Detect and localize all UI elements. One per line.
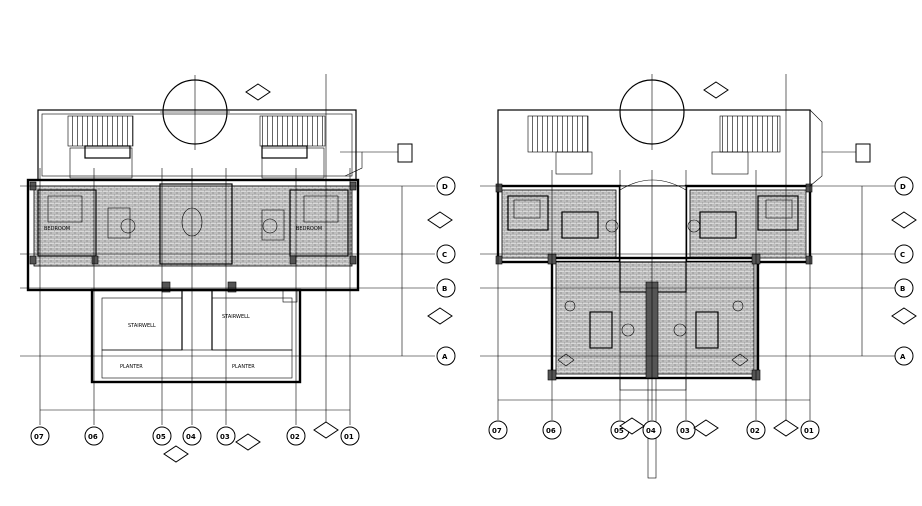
svg-text:A: A	[442, 353, 448, 361]
svg-text:05: 05	[614, 427, 624, 435]
svg-text:04: 04	[646, 427, 656, 435]
planter-label-2: PLANTER	[232, 364, 255, 370]
left-floor-plan: BEDROOM BEDROOM STAIRWELL STAIRWELL PLAN…	[26, 75, 413, 384]
svg-text:02: 02	[750, 427, 760, 435]
left-column-grid-bubbles: 07 06 05 04 03 02 01	[30, 421, 360, 463]
upper-stair-right	[259, 115, 326, 147]
svg-text:04: 04	[186, 433, 196, 441]
svg-text:06: 06	[546, 427, 556, 435]
svg-text:BEDROOM: BEDROOM	[44, 226, 70, 232]
svg-text:D: D	[442, 183, 448, 191]
svg-text:01: 01	[804, 427, 814, 435]
svg-text:02: 02	[290, 433, 300, 441]
section-marker-top-left	[245, 83, 271, 101]
svg-text:01: 01	[344, 433, 354, 441]
left-row-grid-bubbles: D C B A	[427, 176, 456, 366]
right-upper-stair-right	[719, 115, 781, 153]
svg-text:A: A	[900, 353, 906, 361]
right-column-grid-bubbles: 07 06 05 04 03 02 01	[488, 417, 820, 440]
svg-text:BEDROOM: BEDROOM	[296, 226, 322, 232]
svg-text:07: 07	[34, 433, 44, 441]
stairwell-label-2: STAIRWELL	[222, 314, 250, 320]
section-marker-top-right	[703, 81, 729, 99]
svg-text:B: B	[900, 285, 905, 293]
svg-text:03: 03	[220, 433, 230, 441]
planter-label-1: PLANTER	[120, 364, 143, 370]
svg-text:07: 07	[492, 427, 502, 435]
upper-stair-left	[67, 115, 134, 147]
bed-left	[47, 195, 83, 223]
svg-text:03: 03	[680, 427, 690, 435]
detail-tag-left	[397, 143, 413, 163]
svg-text:06: 06	[88, 433, 98, 441]
svg-text:C: C	[442, 251, 447, 259]
bed-right	[303, 195, 339, 223]
lower-terrace	[90, 288, 302, 384]
right-row-grid-bubbles: D C B A	[891, 176, 917, 366]
svg-text:D: D	[900, 183, 906, 191]
right-floor-plan	[495, 74, 871, 479]
detail-tag-right	[855, 143, 871, 163]
svg-text:C: C	[900, 251, 905, 259]
right-upper-stair-left	[527, 115, 589, 153]
right-grid-lines	[480, 74, 895, 420]
stairwell-label-1: STAIRWELL	[128, 323, 156, 329]
svg-text:B: B	[442, 285, 447, 293]
svg-text:05: 05	[156, 433, 166, 441]
left-grid-lines	[20, 74, 435, 425]
